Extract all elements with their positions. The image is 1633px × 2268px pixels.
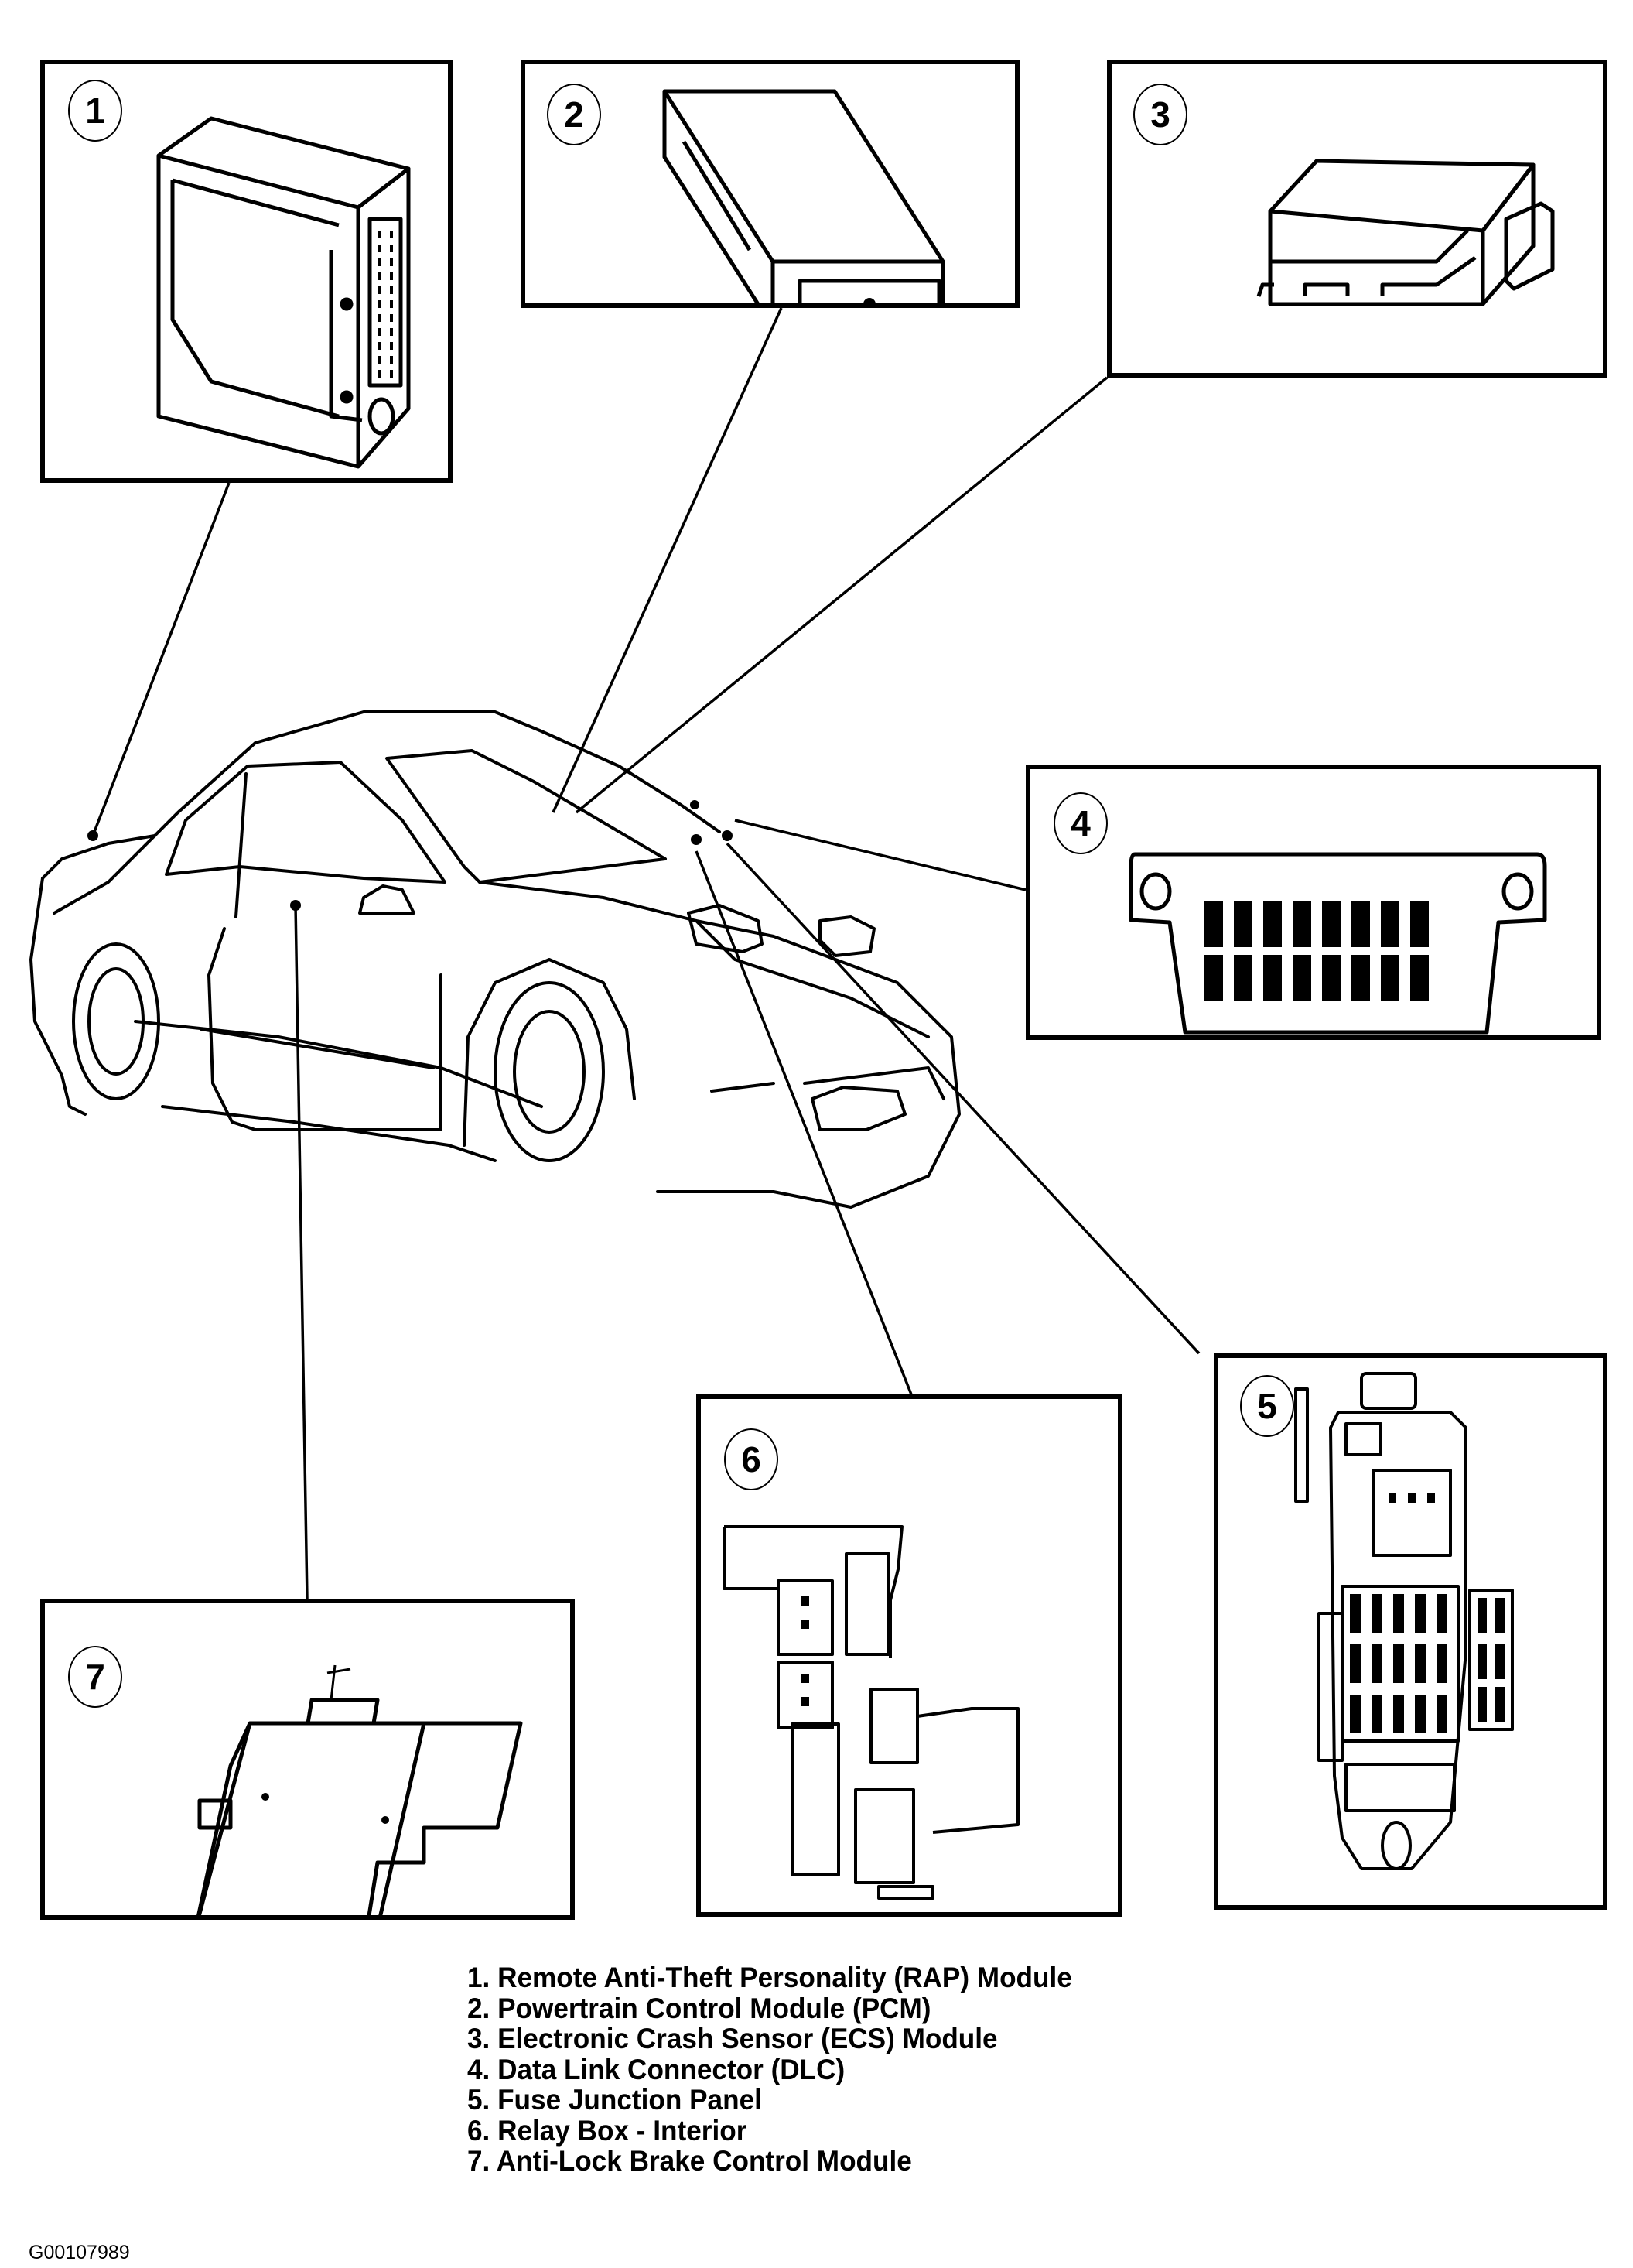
car-illustration — [29, 710, 961, 1209]
callout-5: 5 — [1240, 1375, 1294, 1437]
callout-2: 2 — [547, 84, 601, 145]
component-box-2: 2 — [521, 60, 1020, 308]
dlc-connector-icon — [1129, 852, 1547, 1035]
fuse-panel-icon — [1294, 1372, 1514, 1870]
car-door — [207, 927, 442, 1131]
car-b-pillar — [234, 772, 248, 918]
car-front-wheel — [494, 981, 605, 1162]
car-side-window — [165, 761, 446, 884]
component-box-7: 7 — [40, 1599, 575, 1920]
car-hood — [478, 881, 961, 1209]
car-rear — [41, 834, 156, 880]
car-side-molding — [134, 1020, 543, 1108]
car-headlight-left — [687, 904, 764, 953]
leader-line-1 — [91, 482, 231, 836]
legend-item-4: 4. Data Link Connector (DLC) — [467, 2053, 846, 2085]
component-box-3: 3 — [1107, 60, 1607, 378]
car-roof-line — [53, 710, 721, 915]
abs-module-icon — [196, 1664, 523, 1915]
car-rear-wheel — [72, 942, 160, 1100]
car-headlight-right — [818, 915, 876, 957]
mount-point-5 — [722, 830, 733, 841]
leader-line-3 — [575, 376, 1109, 814]
car-windshield — [385, 749, 667, 884]
legend-item-2: 2. Powertrain Control Module (PCM) — [467, 1992, 931, 2024]
car-front-rim — [513, 1010, 586, 1134]
component-legend: 1. Remote Anti-Theft Personality (RAP) M… — [467, 1962, 1072, 2177]
callout-3: 3 — [1133, 84, 1187, 145]
legend-item-1: 1. Remote Anti-Theft Personality (RAP) M… — [467, 1962, 1072, 1993]
car-door-line — [200, 1028, 435, 1069]
legend-item-5: 5. Fuse Junction Panel — [467, 2084, 762, 2116]
car-front-wheel-arch — [463, 958, 636, 1147]
callout-1: 1 — [68, 80, 122, 142]
mount-point-4 — [690, 800, 699, 809]
mount-point-7 — [290, 900, 301, 911]
component-box-6: 6 — [696, 1394, 1122, 1917]
figure-code: G00107989 — [29, 2242, 130, 2263]
legend-item-3: 3. Electronic Crash Sensor (ECS) Module — [467, 2023, 998, 2054]
callout-4: 4 — [1054, 792, 1108, 854]
callout-6: 6 — [724, 1428, 778, 1490]
component-box-4: 4 — [1026, 765, 1601, 1040]
ecs-module-icon — [1256, 159, 1555, 306]
leader-line-6 — [695, 850, 913, 1395]
car-grille — [811, 1086, 907, 1131]
leader-line-4 — [734, 819, 1027, 891]
component-box-5: 5 — [1214, 1353, 1607, 1910]
legend-item-7: 7. Anti-Lock Brake Control Module — [467, 2145, 912, 2177]
pcm-module-icon — [662, 89, 945, 303]
dlc-pins — [1204, 901, 1429, 1001]
relay-box-icon — [723, 1525, 1020, 1900]
car-rear-rim — [87, 967, 145, 1076]
car-bumper — [710, 1066, 945, 1100]
callout-7: 7 — [68, 1646, 122, 1708]
leader-line-5 — [726, 842, 1201, 1355]
car-rocker — [161, 1105, 497, 1162]
fuse-slots — [1350, 1493, 1505, 1733]
car-body-side — [29, 877, 87, 1116]
rap-module-icon — [156, 116, 411, 469]
car-mirror — [358, 884, 415, 915]
car-hood-crease — [695, 919, 930, 1038]
leader-lines — [91, 307, 1201, 1599]
leader-line-7 — [294, 905, 309, 1599]
leader-line-2 — [552, 307, 783, 813]
mount-point-6 — [691, 834, 702, 845]
legend-item-6: 6. Relay Box - Interior — [467, 2114, 747, 2147]
mount-point-1 — [87, 830, 98, 841]
component-box-1: 1 — [40, 60, 453, 483]
